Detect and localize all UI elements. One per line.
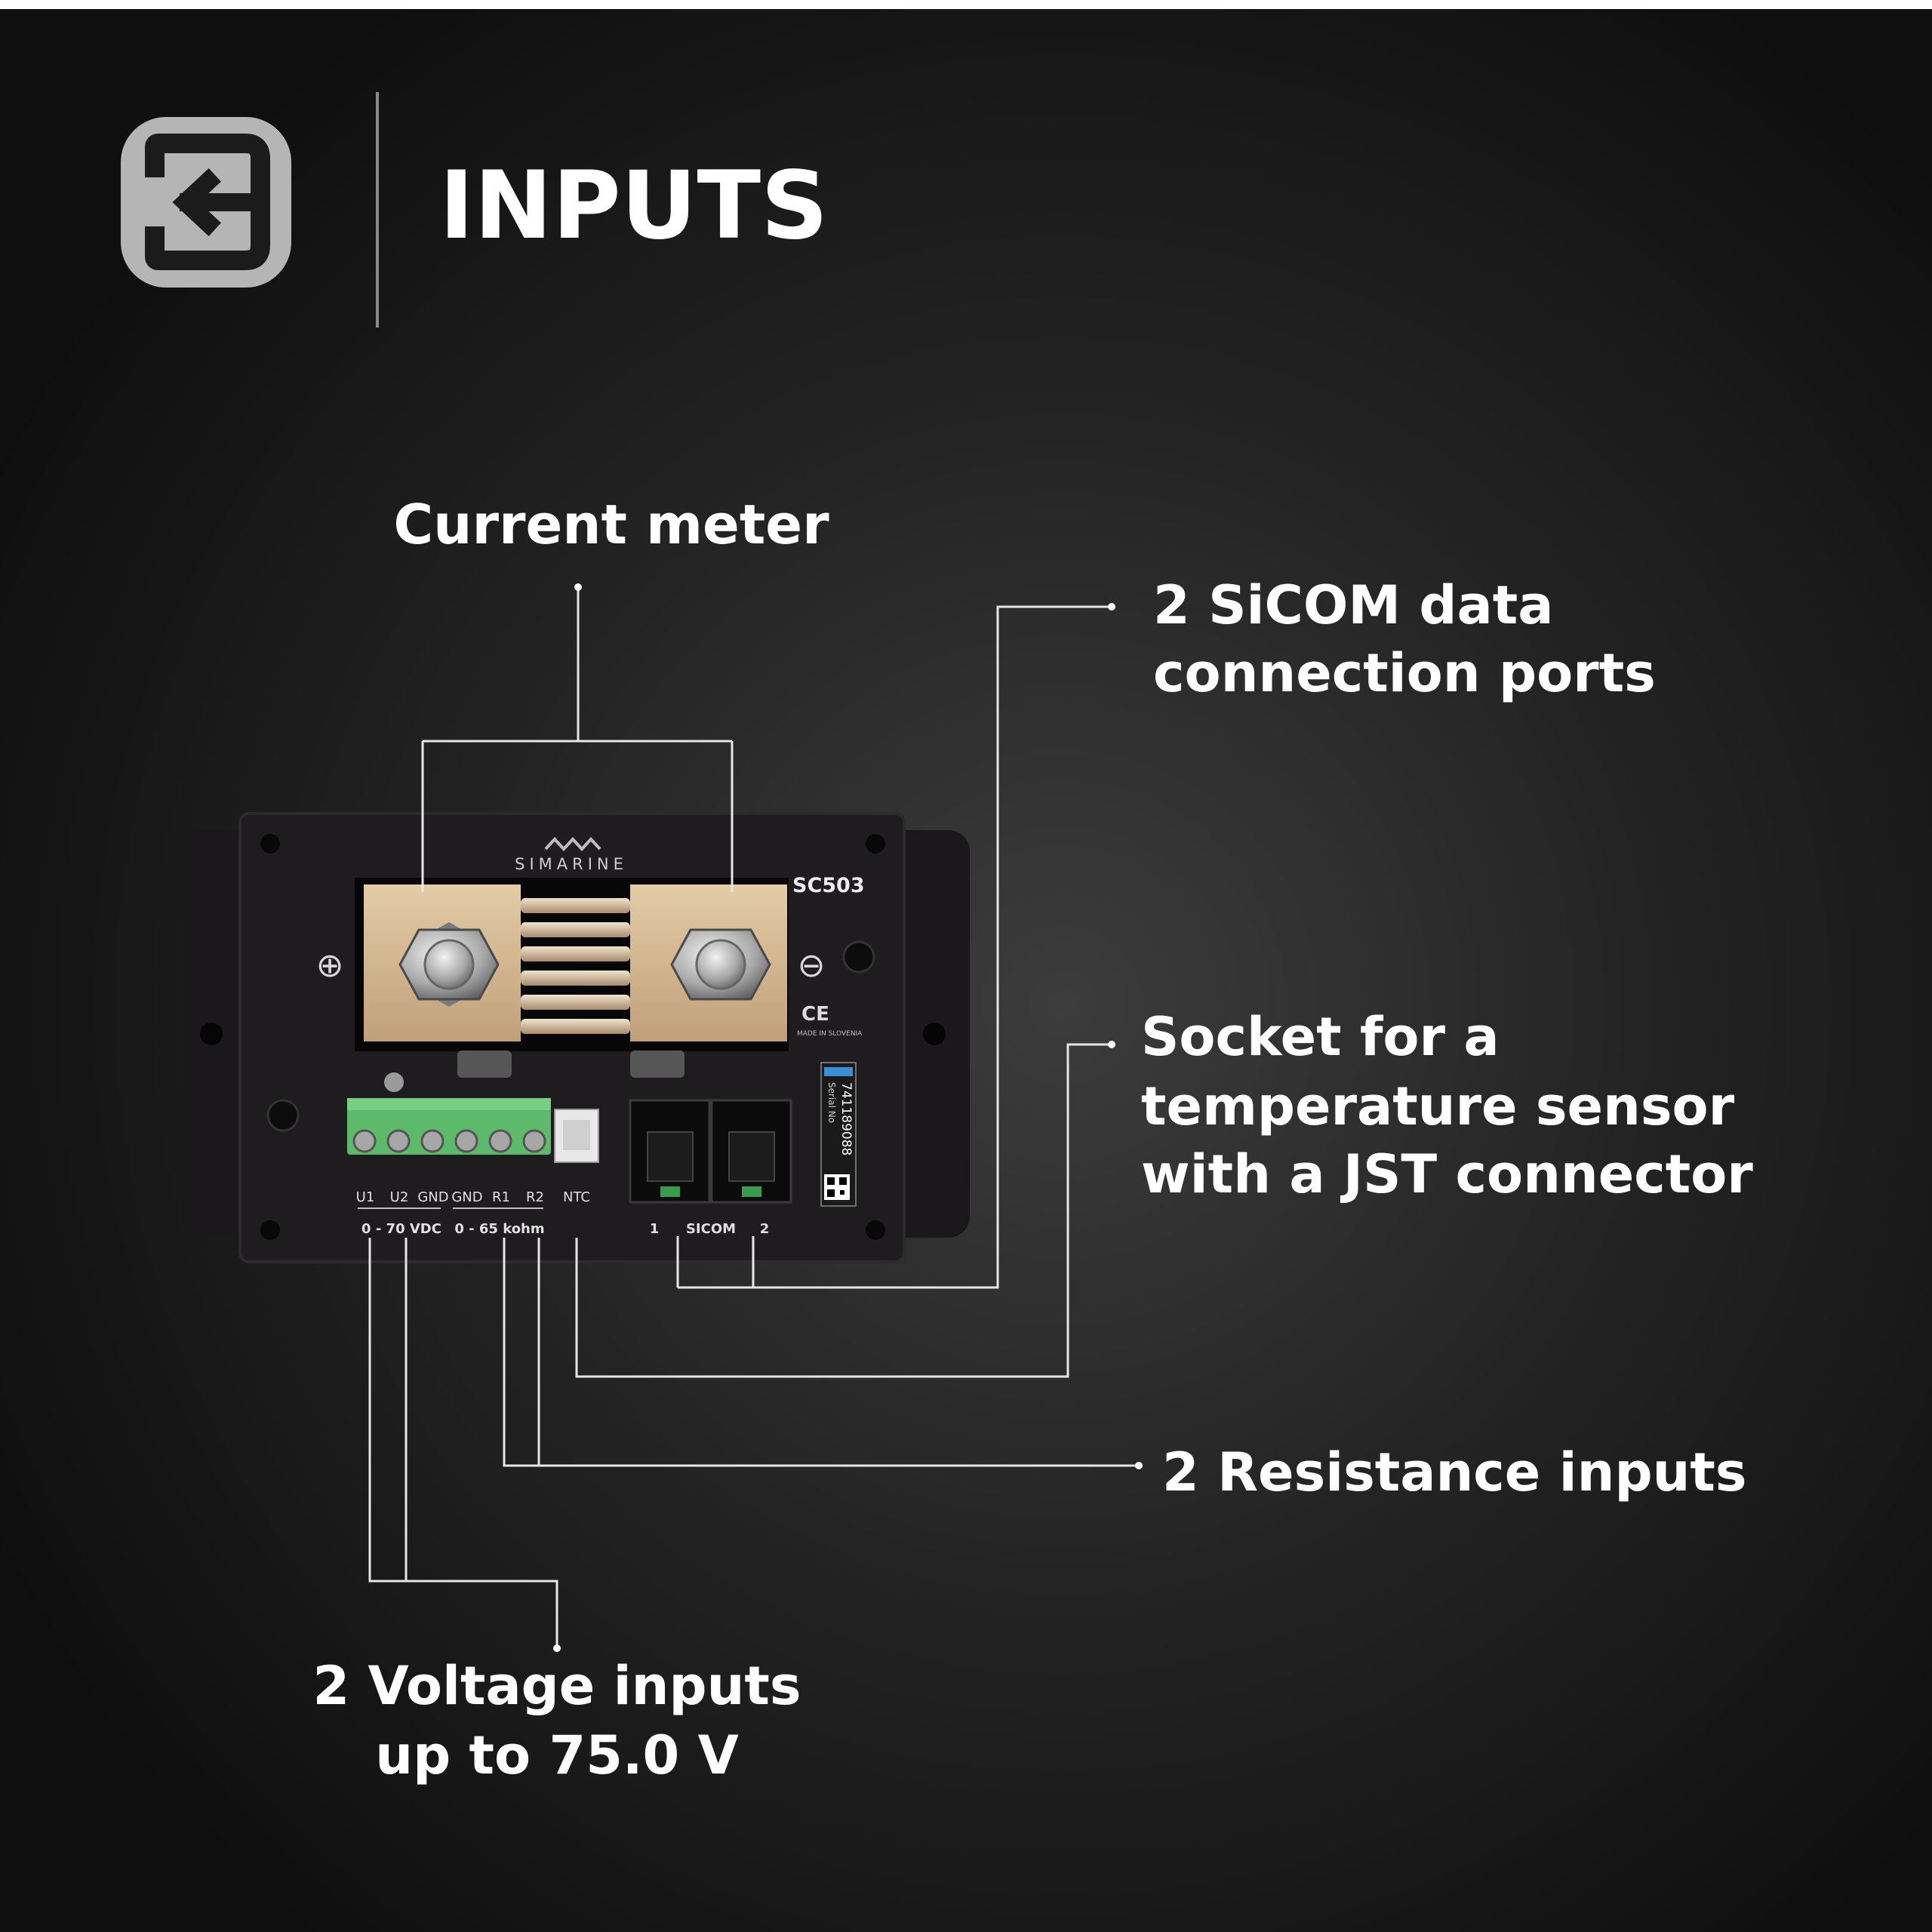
terminal-label-u1: U1: [356, 1189, 375, 1205]
serial-bar: [824, 1067, 853, 1076]
mount-hole-right: [923, 1023, 946, 1045]
screw-bl: [260, 1220, 280, 1240]
header: INPUTS: [121, 92, 828, 328]
input-arrow-icon: [121, 117, 291, 288]
label-socket-1: Socket for a: [1141, 1006, 1500, 1068]
serial-number: 741189088: [838, 1082, 854, 1155]
leader-resistance: [503, 1238, 1137, 1467]
brand-name: SIMARINE: [515, 855, 628, 873]
label-socket-3: with a JST connector: [1141, 1143, 1753, 1205]
ce-mark: CE: [801, 1003, 829, 1026]
terminal-label-r1: R1: [492, 1189, 510, 1205]
sc503-device: SIMARINE SC503 ⊕ ⊖: [180, 812, 970, 1263]
leader-voltage: [368, 1238, 558, 1647]
leader-lines: [368, 587, 1137, 1647]
leader-socket: [575, 1043, 1109, 1378]
callout-labels: Current meter 2 SiCOM data connection po…: [312, 493, 1753, 1786]
label-current-meter: Current meter: [393, 493, 829, 556]
screw-br: [866, 1220, 885, 1240]
dot-sicom: [1108, 603, 1115, 611]
dot-socket: [1108, 1041, 1115, 1048]
label-resistance: 2 Resistance inputs: [1162, 1441, 1747, 1503]
sicom-port-1: [629, 1099, 711, 1204]
lower-bolt-left: [457, 1051, 512, 1078]
status-led: [384, 1072, 404, 1092]
leader-current-meter: [421, 587, 734, 892]
made-in-text: MADE IN SLOVENIA: [797, 1030, 863, 1038]
simarine-logo-icon: [544, 837, 601, 851]
screw-tl: [260, 834, 280, 854]
leader-sicom: [676, 605, 1109, 1289]
screw-tr: [866, 834, 885, 854]
shunt-fins: [521, 898, 630, 1034]
dot-resistance: [1135, 1462, 1143, 1469]
label-sicom-2: connection ports: [1153, 642, 1656, 704]
label-voltage-1: 2 Voltage inputs: [312, 1655, 801, 1717]
terminal-label-gnd2: GND: [451, 1189, 482, 1205]
dot-current-meter: [574, 583, 582, 591]
terminal-label-r2: R2: [526, 1189, 544, 1205]
plus-symbol: ⊕: [316, 946, 344, 985]
label-sicom-1: 2 SiCOM data: [1153, 574, 1553, 636]
screw-mid-left: [266, 1099, 300, 1132]
screw-mid-right: [842, 940, 875, 974]
page-title: INPUTS: [439, 152, 828, 260]
dot-voltage: [553, 1644, 561, 1652]
minus-symbol: ⊖: [798, 946, 826, 985]
terminal-nut-negative: [670, 928, 771, 1001]
terminal-nut-positive: [398, 922, 500, 1007]
terminal-block: [347, 1098, 551, 1155]
port-1-label: 1: [650, 1221, 660, 1237]
lower-bolt-right: [630, 1051, 685, 1078]
resistance-range-label: 0 - 65 kohm: [454, 1221, 544, 1237]
port-2-label: 2: [760, 1221, 770, 1237]
sicom-label: SICOM: [686, 1221, 736, 1237]
terminal-label-u2: U2: [390, 1189, 409, 1205]
label-voltage-2: up to 75.0 V: [375, 1724, 739, 1786]
model-name: SC503: [792, 874, 865, 897]
label-socket-2: temperature sensor: [1141, 1075, 1735, 1137]
leader-dots: [553, 583, 1143, 1652]
terminal-label-gnd1: GND: [417, 1189, 448, 1205]
voltage-range-label: 0 - 70 VDC: [361, 1221, 441, 1237]
sicom-port-2: [710, 1099, 792, 1204]
ntc-label: NTC: [563, 1189, 590, 1205]
header-divider: [376, 92, 379, 328]
serial-label: Serial No: [826, 1082, 837, 1123]
mount-hole-left: [200, 1023, 223, 1045]
